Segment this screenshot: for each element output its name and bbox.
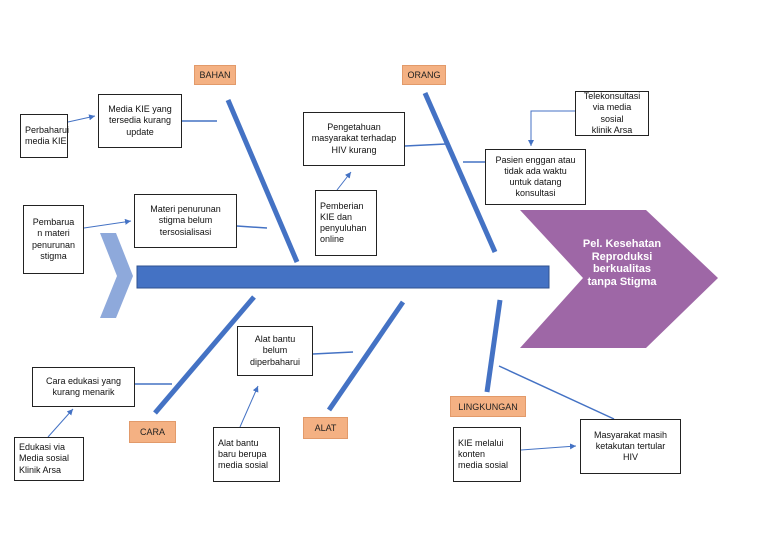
box-pengetahuan-masyarakat: Pengetahuan masyarakat terhadap HIV kura… (303, 112, 405, 166)
category-cara: CARA (129, 421, 176, 443)
bone-alat (326, 300, 406, 412)
box-edukasi-via: Edukasi via Media sosial Klinik Arsa (14, 437, 84, 481)
connectors (135, 120, 615, 420)
bones (153, 91, 503, 415)
arrow-pemberian (336, 171, 352, 191)
box-pembaruan-materi: Pembarua n materi penurunan stigma (23, 205, 84, 274)
bone-orang (422, 91, 498, 254)
head-arrow (520, 210, 718, 348)
tail-chevron (100, 233, 133, 318)
connector-alat-bantu (312, 351, 354, 355)
box-alat-bantu-baru: Alat bantu baru berupa media sosial (213, 427, 280, 482)
bone-bahan (225, 99, 300, 263)
category-orang: ORANG (402, 65, 446, 85)
box-telekonsultasi: Telekonsultasi via media sosial klinik A… (575, 91, 649, 136)
category-alat: ALAT (303, 417, 348, 439)
box-perbaharui-media-kie: Perbaharui media KIE (20, 114, 69, 158)
arrow-edukasi (47, 408, 74, 438)
box-masyarakat-takut: Masyarakat masih ketakutan tertular HIV (580, 419, 681, 474)
connector-pengetahuan (404, 143, 447, 147)
effect-label: Pel. Kesehatan Reproduksi berkualitas ta… (582, 238, 662, 288)
arrow-perbaharui (67, 114, 96, 123)
box-cara-edukasi: Cara edukasi yang kurang menarik (32, 367, 135, 407)
box-pasien-enggan: Pasien enggan atau tidak ada waktu untuk… (485, 149, 586, 205)
box-media-kie-update: Media KIE yang tersedia kurang update (98, 94, 182, 148)
arrow-pembaruan (83, 218, 132, 229)
box-materi-penurunan: Materi penurunan stigma belum tersosiali… (134, 194, 237, 248)
category-bahan: BAHAN (194, 65, 236, 85)
bone-lingkungan (484, 299, 503, 393)
connector-materi (236, 225, 268, 229)
arrow-kie-melalui (520, 443, 577, 451)
bone-cara (153, 295, 256, 415)
box-kie-melalui: KIE melalui konten media sosial (453, 427, 521, 482)
category-lingkungan: LINGKUNGAN (450, 396, 526, 417)
main-spine (136, 265, 550, 289)
connector-masyarakat (498, 365, 615, 420)
box-pemberian-kie: Pemberian KIE dan penyuluhan online (315, 190, 377, 256)
box-alat-bantu-belum: Alat bantu belum diperbaharui (237, 326, 313, 376)
arrow-alat-bantu-baru (239, 385, 259, 428)
arrows (47, 110, 577, 451)
arrow-telekonsultasi (528, 110, 575, 146)
